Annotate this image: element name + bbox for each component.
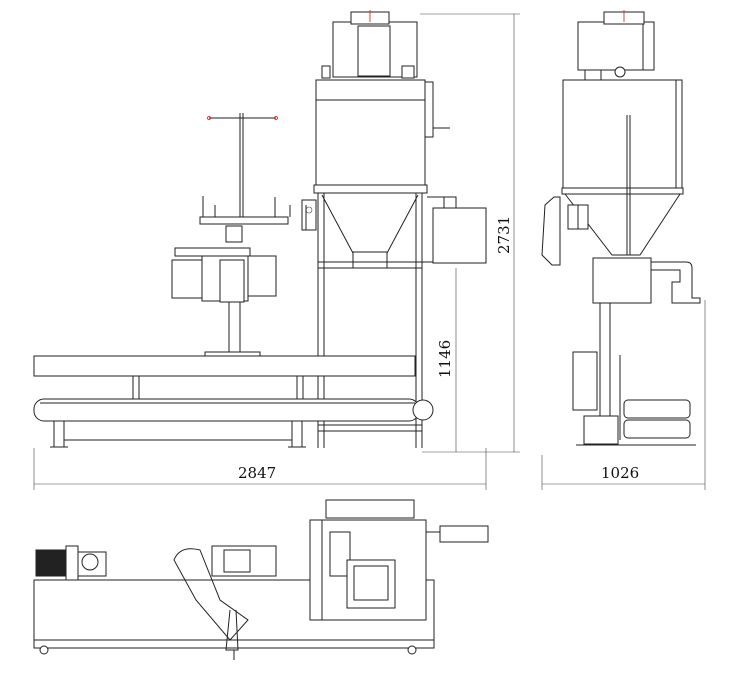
side-width-label: 1026 [601, 464, 639, 482]
top-sewing-arm [173, 548, 249, 641]
side-view [541, 10, 706, 490]
sewing-motor [171, 259, 203, 299]
front-view [33, 10, 520, 490]
side-top-motor [577, 21, 655, 71]
hopper-cone [321, 194, 419, 256]
front-dimensions [33, 13, 520, 490]
side-motor [583, 415, 619, 445]
front-width-label: 2847 [238, 464, 276, 482]
control-box [432, 207, 487, 264]
discharge-gate [352, 251, 388, 269]
side-dimensions [541, 300, 706, 490]
total-height-label: 2731 [495, 216, 513, 254]
side-bag-clamp [592, 257, 652, 304]
conveyor-table [33, 355, 416, 377]
side-hopper [562, 79, 683, 189]
top-drive-motor [35, 549, 67, 577]
discharge-height-label: 1146 [436, 340, 454, 378]
hopper-body [315, 79, 426, 186]
top-view [33, 499, 489, 660]
conveyor-belt [33, 398, 420, 422]
